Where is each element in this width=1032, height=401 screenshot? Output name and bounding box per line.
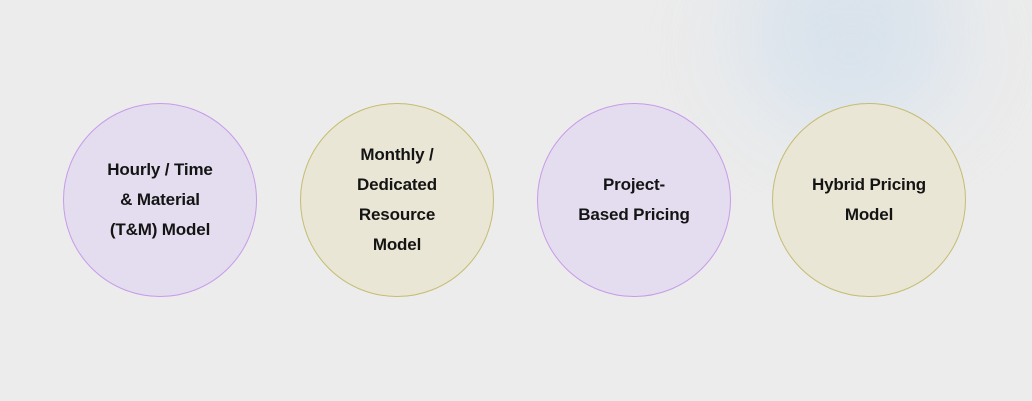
pricing-model-circle-hourly-time-material[interactable]: Hourly / Time & Material (T&M) Model bbox=[63, 103, 257, 297]
pricing-model-label: Monthly / Dedicated Resource Model bbox=[357, 145, 437, 254]
pricing-model-circle-monthly-dedicated-resource[interactable]: Monthly / Dedicated Resource Model bbox=[300, 103, 494, 297]
pricing-model-label: Project- Based Pricing bbox=[578, 175, 690, 224]
pricing-model-circle-hybrid-pricing-model[interactable]: Hybrid Pricing Model bbox=[772, 103, 966, 297]
pricing-model-label: Hybrid Pricing Model bbox=[811, 175, 927, 224]
pricing-model-circle-project-based-pricing[interactable]: Project- Based Pricing bbox=[537, 103, 731, 297]
pricing-model-label: Hourly / Time & Material (T&M) Model bbox=[107, 160, 213, 239]
